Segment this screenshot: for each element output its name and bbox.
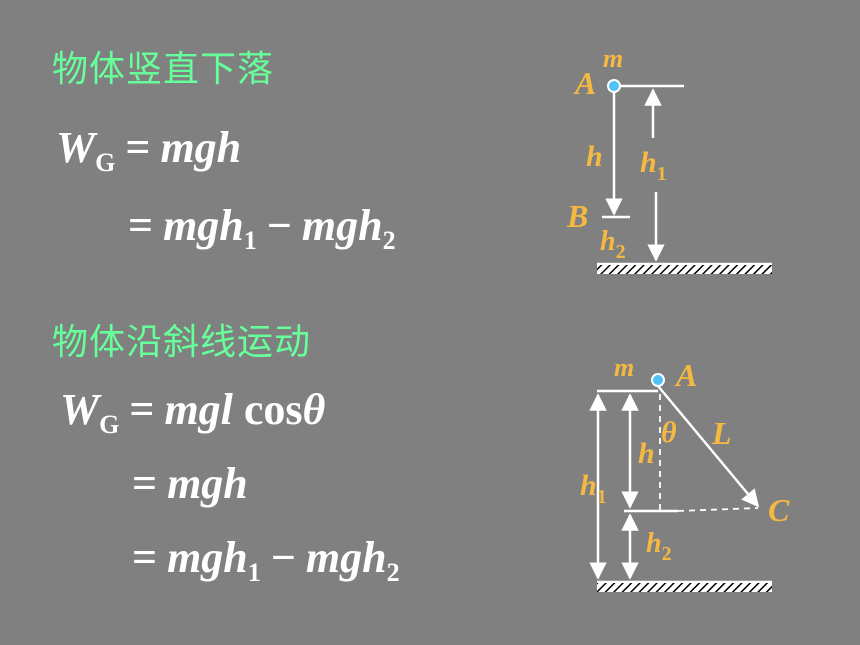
heading-vertical-fall: 物体竖直下落 — [52, 49, 275, 90]
label-point-a: A — [573, 65, 596, 101]
heading-inclined-motion: 物体沿斜线运动 — [52, 322, 312, 363]
arrow-incline-l — [657, 385, 760, 508]
diagram-vertical-fall: m A h h1 B h2 — [566, 44, 772, 274]
label-h2: h2 — [600, 226, 626, 263]
mass-point — [607, 79, 621, 93]
equation-height-difference-2: =mgh1−mgh2 — [132, 533, 400, 588]
label-mass-2: m — [614, 353, 634, 382]
label-h-2: h — [638, 437, 655, 470]
label-h1-2: h1 — [580, 469, 607, 508]
ground-hatch-2 — [597, 583, 772, 592]
dashed-horizontal — [677, 507, 759, 512]
mass-point-2 — [651, 373, 665, 387]
label-h2-2: h2 — [646, 528, 672, 565]
label-h1: h1 — [640, 146, 667, 185]
label-h: h — [586, 140, 603, 173]
label-point-a-2: A — [674, 357, 697, 393]
label-theta: θ — [661, 416, 677, 449]
label-length-l: L — [711, 415, 732, 451]
equation-work-gravity-2: WG=mgl cosθ — [60, 385, 326, 440]
label-point-c: C — [768, 492, 790, 528]
ground-hatch — [597, 265, 772, 274]
equation-work-gravity-1: WG=mgh — [56, 123, 242, 178]
equation-height-difference-1: =mgh1−mgh2 — [128, 201, 396, 256]
label-mass: m — [603, 44, 623, 73]
label-point-b: B — [566, 198, 588, 234]
diagram-inclined-motion: m A θ L h h1 C h2 — [580, 353, 790, 592]
equation-mgh-2: =mgh — [132, 459, 248, 508]
